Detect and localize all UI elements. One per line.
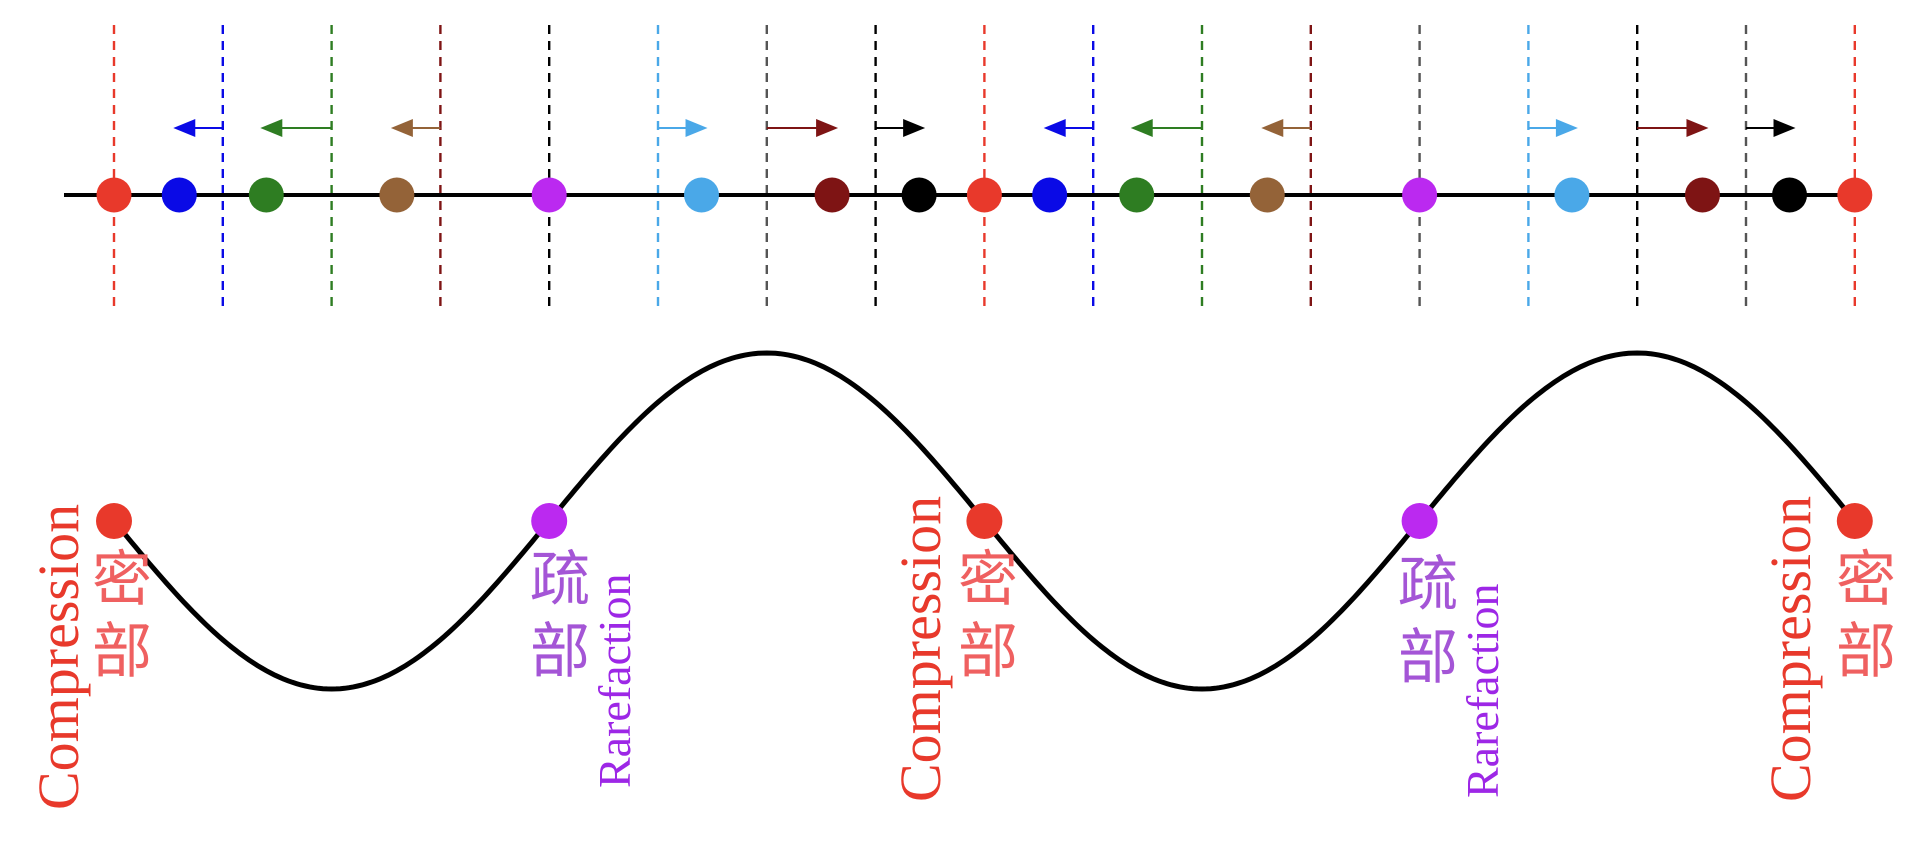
particle-dot bbox=[531, 177, 567, 213]
particle-dot bbox=[1837, 177, 1873, 213]
particle-dot bbox=[161, 177, 197, 213]
particle-dot bbox=[379, 177, 415, 213]
particle-dot bbox=[814, 177, 850, 213]
compression-label-zh: 部 bbox=[1836, 617, 1896, 687]
particle-dot bbox=[1032, 177, 1068, 213]
displacement-arrow-head bbox=[1773, 119, 1796, 137]
rarefaction-label-en: Rarefaction bbox=[589, 573, 640, 788]
particle-dot bbox=[96, 177, 132, 213]
particle-dot bbox=[966, 177, 1002, 213]
wave-markers bbox=[96, 503, 1873, 539]
compression-label-en: Compression bbox=[888, 496, 953, 802]
particle-dot bbox=[1772, 177, 1808, 213]
compression-label-group-3: Compression 密 部 bbox=[1758, 496, 1896, 802]
compression-marker bbox=[966, 503, 1003, 539]
particle-dot bbox=[1684, 177, 1720, 213]
rarefaction-label-zh: 疏 bbox=[1398, 550, 1458, 620]
particles bbox=[96, 177, 1873, 213]
particle-dot bbox=[1119, 177, 1155, 213]
rarefaction-marker bbox=[1401, 503, 1438, 539]
compression-label-zh: 密 bbox=[92, 545, 152, 615]
compression-label-en: Compression bbox=[1758, 496, 1823, 802]
rarefaction-label-en: Rarefaction bbox=[1457, 583, 1508, 798]
rarefaction-label-group-2: 疏 部 Rarefaction bbox=[1398, 550, 1508, 798]
displacement-arrow-head bbox=[1555, 119, 1578, 137]
compression-marker bbox=[96, 503, 132, 539]
compression-label-zh: 密 bbox=[1836, 545, 1896, 615]
rarefaction-label-zh: 疏 bbox=[530, 545, 590, 615]
displacement-arrow-head bbox=[816, 119, 839, 137]
displacement-arrow-head bbox=[260, 119, 283, 137]
displacement-arrow-head bbox=[1043, 119, 1066, 137]
compression-label-zh: 部 bbox=[92, 617, 152, 687]
compression-label-zh: 密 bbox=[958, 545, 1018, 615]
particle-dot bbox=[1554, 177, 1590, 213]
compression-marker bbox=[1836, 503, 1873, 539]
displacement-arrow-head bbox=[685, 119, 708, 137]
displacement-arrow-head bbox=[903, 119, 926, 137]
rarefaction-label-zh: 部 bbox=[1398, 623, 1458, 693]
displacement-arrow-head bbox=[1686, 119, 1709, 137]
rarefaction-marker bbox=[531, 503, 568, 539]
particle-dot bbox=[684, 177, 720, 213]
particle-dot bbox=[901, 177, 937, 213]
displacement-arrow-head bbox=[1130, 119, 1153, 137]
compression-label-zh: 部 bbox=[958, 617, 1018, 687]
displacement-arrows bbox=[173, 119, 1796, 137]
particle-dot bbox=[1249, 177, 1285, 213]
compression-label-group-1: Compression 密 部 bbox=[26, 504, 152, 810]
compression-label-group-2: Compression 密 部 bbox=[888, 496, 1018, 802]
particle-dot bbox=[1402, 177, 1438, 213]
rarefaction-label-group-1: 疏 部 Rarefaction bbox=[530, 545, 640, 788]
rarefaction-label-zh: 部 bbox=[530, 617, 590, 687]
equilibrium-guides bbox=[112, 25, 1857, 312]
particle-dot bbox=[248, 177, 284, 213]
compression-label-en: Compression bbox=[26, 504, 91, 810]
displacement-arrow-head bbox=[390, 119, 413, 137]
displacement-arrow-head bbox=[1261, 119, 1284, 137]
displacement-arrow-head bbox=[173, 119, 196, 137]
